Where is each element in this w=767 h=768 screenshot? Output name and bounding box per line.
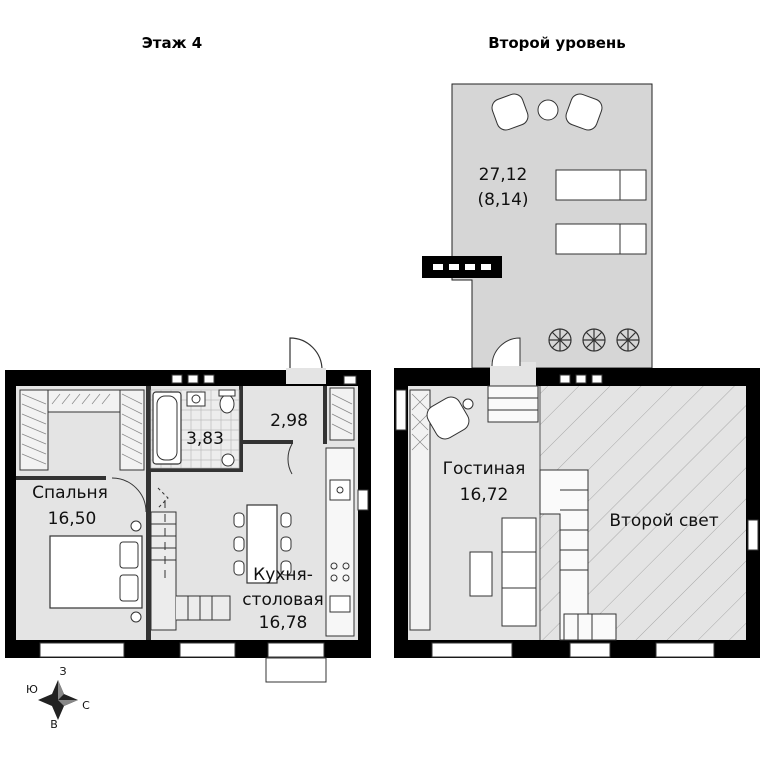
- partition-bedroom-top: [16, 476, 106, 480]
- bedroom-name: Спальня: [32, 483, 108, 503]
- living-area: 16,72: [460, 485, 509, 505]
- windows-second-level: [395, 374, 759, 658]
- bed-icon: [49, 520, 143, 623]
- partition-bedroom: [146, 386, 151, 640]
- terrace-area-reduced: (8,14): [477, 190, 528, 210]
- terrace-armchairs: [491, 93, 603, 131]
- floor-4-plan: Спальня 16,50 3,83 2,98 Кухня- столовая …: [5, 337, 371, 683]
- floor-title-right: Второй уровень: [488, 34, 626, 52]
- compass-west: Ю: [26, 683, 38, 696]
- compass-south: В: [50, 718, 58, 731]
- terrace-ladder: [422, 256, 502, 278]
- second-level-plan: 27,12 (8,14): [394, 83, 760, 658]
- terrace-plants: [548, 328, 640, 352]
- windows-floor-4: [39, 374, 369, 658]
- hall-area: 2,98: [270, 411, 308, 431]
- kitchen-name-line1: Кухня-: [253, 565, 313, 585]
- sofa-icon: [469, 517, 537, 627]
- wardrobe-hall: [329, 387, 355, 441]
- living-armchair-icon: [426, 396, 474, 440]
- terrace-door-icon: [490, 337, 536, 388]
- staircase-floor-4: [150, 487, 231, 631]
- wardrobe-living: [409, 389, 431, 631]
- kitchen-counter: [325, 447, 355, 637]
- bathtub-icon: [152, 391, 182, 465]
- partition-bath-bottom: [146, 468, 242, 472]
- washer-icon: [221, 453, 235, 467]
- door-swing-bedroom: [111, 477, 147, 513]
- partition-bath-right: [239, 386, 243, 472]
- partition-hall-right: [323, 386, 327, 444]
- door-swing-kitchen: [287, 443, 293, 475]
- partition-hall-bottom: [243, 440, 293, 444]
- compass-rose: З С В Ю: [26, 665, 90, 731]
- dining-table-icon: [233, 504, 292, 584]
- toilet-icon: [219, 394, 235, 414]
- sun-loungers: [555, 169, 647, 255]
- terrace-area-value: 27,12: [479, 165, 528, 185]
- floor-title-left: Этаж 4: [142, 34, 202, 52]
- wardrobe-bedroom: [19, 389, 145, 471]
- living-name: Гостиная: [443, 459, 526, 479]
- staircase-second-level: [487, 385, 617, 641]
- second-light-name: Второй свет: [609, 511, 718, 531]
- compass-north: З: [59, 665, 66, 678]
- entrance-door-icon: [286, 337, 326, 384]
- kitchen-name-line2: столовая: [242, 590, 324, 610]
- bedroom-area: 16,50: [48, 509, 97, 529]
- balcony-step: [265, 657, 327, 683]
- sink-icon: [186, 391, 206, 407]
- kitchen-area: 16,78: [259, 613, 308, 633]
- compass-east: С: [82, 699, 90, 712]
- bathroom-area: 3,83: [186, 429, 224, 449]
